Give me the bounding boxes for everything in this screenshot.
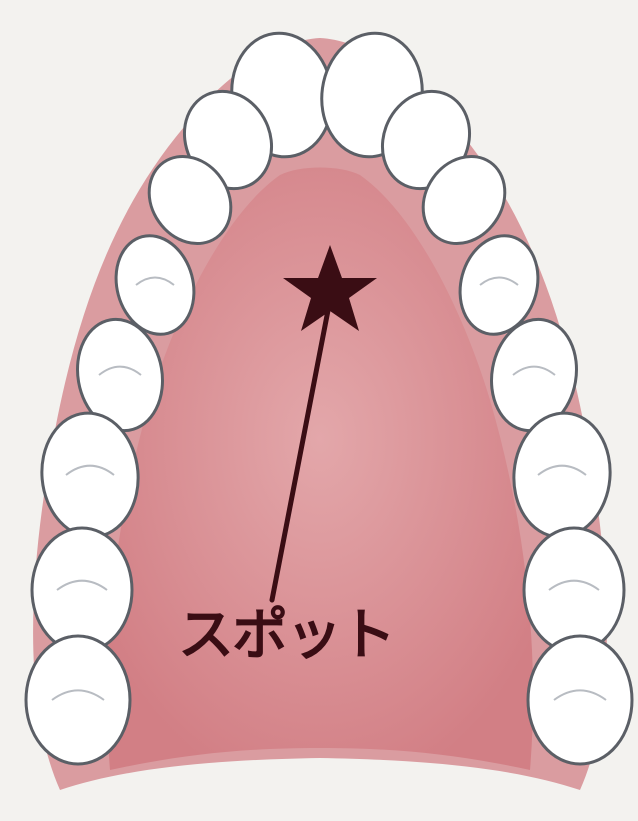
- tooth: [26, 636, 130, 764]
- tooth: [528, 636, 632, 764]
- tooth: [524, 528, 624, 652]
- spot-label: スポット: [178, 608, 394, 664]
- tooth: [32, 528, 132, 652]
